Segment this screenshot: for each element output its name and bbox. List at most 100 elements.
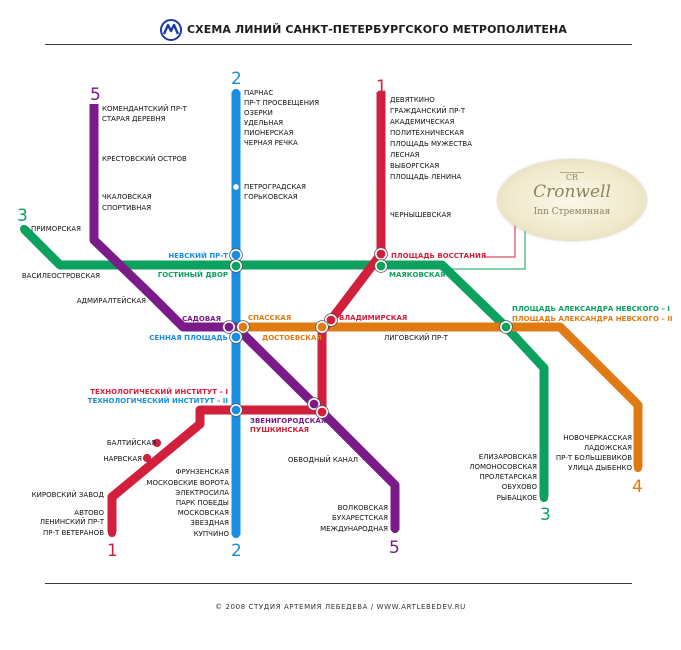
station-dot[interactable] [89,114,99,124]
station-label: ПИОНЕРСКАЯ [244,129,294,137]
station-label: ЛОМОНОСОВСКАЯ [469,463,537,471]
line-1-number-top: 1 [376,77,387,97]
interchange-ring [324,313,338,327]
station-label-gorkovskaya: ГОРЬКОВСКАЯ [244,193,298,201]
interchange-station[interactable] [230,330,243,343]
station-dot[interactable] [390,503,400,513]
bottom-divider [45,583,632,584]
interchange-station[interactable] [237,320,250,333]
station-label: ОБУХОВО [502,483,538,491]
interchange-ring [229,330,243,344]
station-dot[interactable] [409,322,419,332]
station-dot[interactable] [89,203,99,213]
station-dot[interactable] [89,104,99,114]
interchange-station[interactable] [324,313,337,326]
station-label-obvodny: ОБВОДНЫЙ КАНАЛ [288,455,358,464]
station-dot[interactable] [361,452,371,462]
station-dot[interactable] [539,482,549,492]
station-label: ДЕВЯТКИНО [390,96,435,104]
station-label-sennaya: СЕННАЯ ПЛОЩАДЬ [149,334,228,342]
station-dot[interactable] [231,498,241,508]
station-label: СПОРТИВНАЯ [102,204,151,212]
cronwell-ad-badge[interactable]: CR Cronwell Inn Стремянная [498,160,646,240]
station-dot[interactable] [231,108,241,118]
station-dot[interactable] [89,154,99,164]
station-dot[interactable] [376,150,386,160]
station-dot[interactable] [376,161,386,171]
station-dot[interactable] [231,138,241,148]
station-dot[interactable] [633,443,643,453]
station-label-tech-1: ТЕХНОЛОГИЧЕСКИЙ ИНСТИТУТ – I [90,387,228,396]
station-dot[interactable] [142,453,152,463]
interchange-station[interactable] [230,259,243,272]
station-label: ВЫБОРГСКАЯ [390,162,439,170]
station-dot[interactable] [231,508,241,518]
station-dot[interactable] [231,467,241,477]
station-dot[interactable] [231,182,241,192]
line-1-top-labels: ДЕВЯТКИНО ГРАЖДАНСКИЙ ПР-Т АКАДЕМИЧЕСКАЯ… [390,96,472,181]
station-dot[interactable] [633,433,643,443]
station-label-admiralteyskaya: АДМИРАЛТЕЙСКАЯ [77,296,146,305]
line-2-top-labels: ПАРНАС ПР-Т ПРОСВЕЩЕНИЯ ОЗЕРКИ УДЕЛЬНАЯ … [244,89,319,147]
interchange-ring [307,397,321,411]
station-label: ПЛОЩАДЬ МУЖЕСТВА [390,140,472,148]
station-dot[interactable] [231,518,241,528]
station-dot[interactable] [19,224,29,234]
station-dot[interactable] [231,118,241,128]
station-dot[interactable] [55,260,65,270]
station-dot[interactable] [633,463,643,473]
station-dot[interactable] [231,88,241,98]
station-dot[interactable] [231,128,241,138]
interchange-station[interactable] [315,405,328,418]
station-dot[interactable] [231,192,241,202]
station-dot[interactable] [390,513,400,523]
station-dot[interactable] [539,472,549,482]
station-dot[interactable] [149,293,159,303]
interchange-station[interactable] [230,403,243,416]
station-dot[interactable] [376,128,386,138]
station-dot[interactable] [107,518,117,528]
station-label: ЧКАЛОВСКАЯ [102,193,152,201]
interchange-station[interactable] [223,320,236,333]
station-dot[interactable] [108,491,118,501]
station-dot[interactable] [231,98,241,108]
station-dot[interactable] [152,438,162,448]
footer-credit: © 2008 СТУДИЯ АРТЕМИЯ ЛЕБЕДЕВА / WWW.ART… [215,603,466,611]
station-dot[interactable] [539,462,549,472]
station-label: ФРУНЗЕНСКАЯ [176,468,230,476]
station-label-vladimirskaya: ВЛАДИМИРСКАЯ [339,314,407,322]
station-dot[interactable] [231,478,241,488]
station-dot[interactable] [539,493,549,503]
station-dot[interactable] [231,529,241,539]
metro-logo-icon [160,19,182,41]
station-dot[interactable] [376,139,386,149]
line-3-track [20,225,549,497]
interchange-ring [236,320,250,334]
interchange-station[interactable] [315,320,328,333]
station-dot[interactable] [89,192,99,202]
station-label-pushkinskaya: ПУШКИНСКАЯ [250,426,309,434]
ad-pointer-green [446,220,526,270]
station-dot[interactable] [376,210,386,220]
station-dot[interactable] [376,95,386,105]
station-dot[interactable] [390,524,400,534]
station-label: ЗВЕЗДНАЯ [190,519,229,527]
station-dot[interactable] [376,172,386,182]
station-label-mayakovskaya: МАЯКОВСКАЯ [389,271,445,279]
station-dot[interactable] [376,106,386,116]
station-dot[interactable] [107,528,117,538]
station-dot[interactable] [231,488,241,498]
station-label: ПР-Т БОЛЬШЕВИКОВ [556,454,632,462]
station-label: СТАРАЯ ДЕРЕВНЯ [102,115,166,123]
interchange-station[interactable] [499,320,512,333]
station-dot[interactable] [633,453,643,463]
station-dot[interactable] [539,452,549,462]
interchange-station[interactable] [230,249,243,262]
interchange-station[interactable] [374,259,387,272]
station-label: ОЗЕРКИ [244,109,273,117]
interchange-station[interactable] [374,248,387,261]
station-dot[interactable] [107,508,117,518]
station-dot[interactable] [376,117,386,127]
line-2-number-bottom: 2 [231,541,242,561]
interchange-station[interactable] [307,397,320,410]
